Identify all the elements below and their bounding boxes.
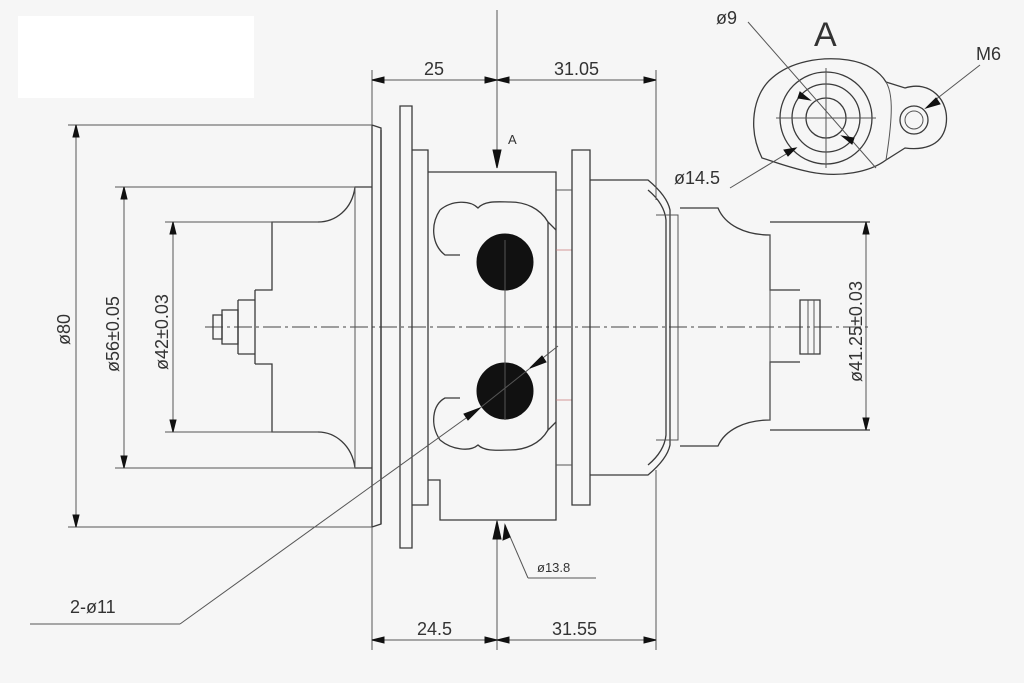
bearing-housing	[428, 171, 572, 521]
dim-bottom-right: 31.55	[552, 619, 597, 639]
dim-bottom-left: 24.5	[417, 619, 452, 639]
dim-top-right: 31.05	[554, 59, 599, 79]
detail-view-title: A	[814, 16, 837, 54]
turbine-wheel	[680, 207, 870, 447]
blank-label-area	[18, 16, 254, 98]
top-dimensions	[371, 10, 657, 200]
dia-13-8-leader	[502, 523, 596, 579]
section-arrow-label: A	[508, 132, 517, 147]
dim-dia-42: ø42±0.03	[152, 294, 172, 370]
dim-dia-13-8: ø13.8	[537, 560, 570, 575]
thread-m6: M6	[976, 44, 1001, 64]
dim-dia-80: ø80	[54, 314, 74, 345]
backplate	[399, 105, 429, 549]
bottom-dimensions	[371, 470, 657, 650]
detail-view-a	[729, 21, 981, 189]
turbine-flange	[556, 149, 679, 506]
left-diameter-dims	[68, 124, 372, 528]
dim-top-left: 25	[424, 59, 444, 79]
dim-dia-56: ø56±0.05	[103, 296, 123, 372]
dim-dia-41-25: ø41.25±0.03	[846, 281, 866, 382]
holes-callout: 2-ø11	[70, 597, 116, 617]
dim-dia-9: ø9	[716, 8, 737, 28]
compressor-wheel	[212, 124, 382, 528]
dim-dia-14-5: ø14.5	[674, 168, 720, 188]
holes-leader	[30, 345, 559, 625]
right-diameter-dim	[862, 221, 870, 431]
